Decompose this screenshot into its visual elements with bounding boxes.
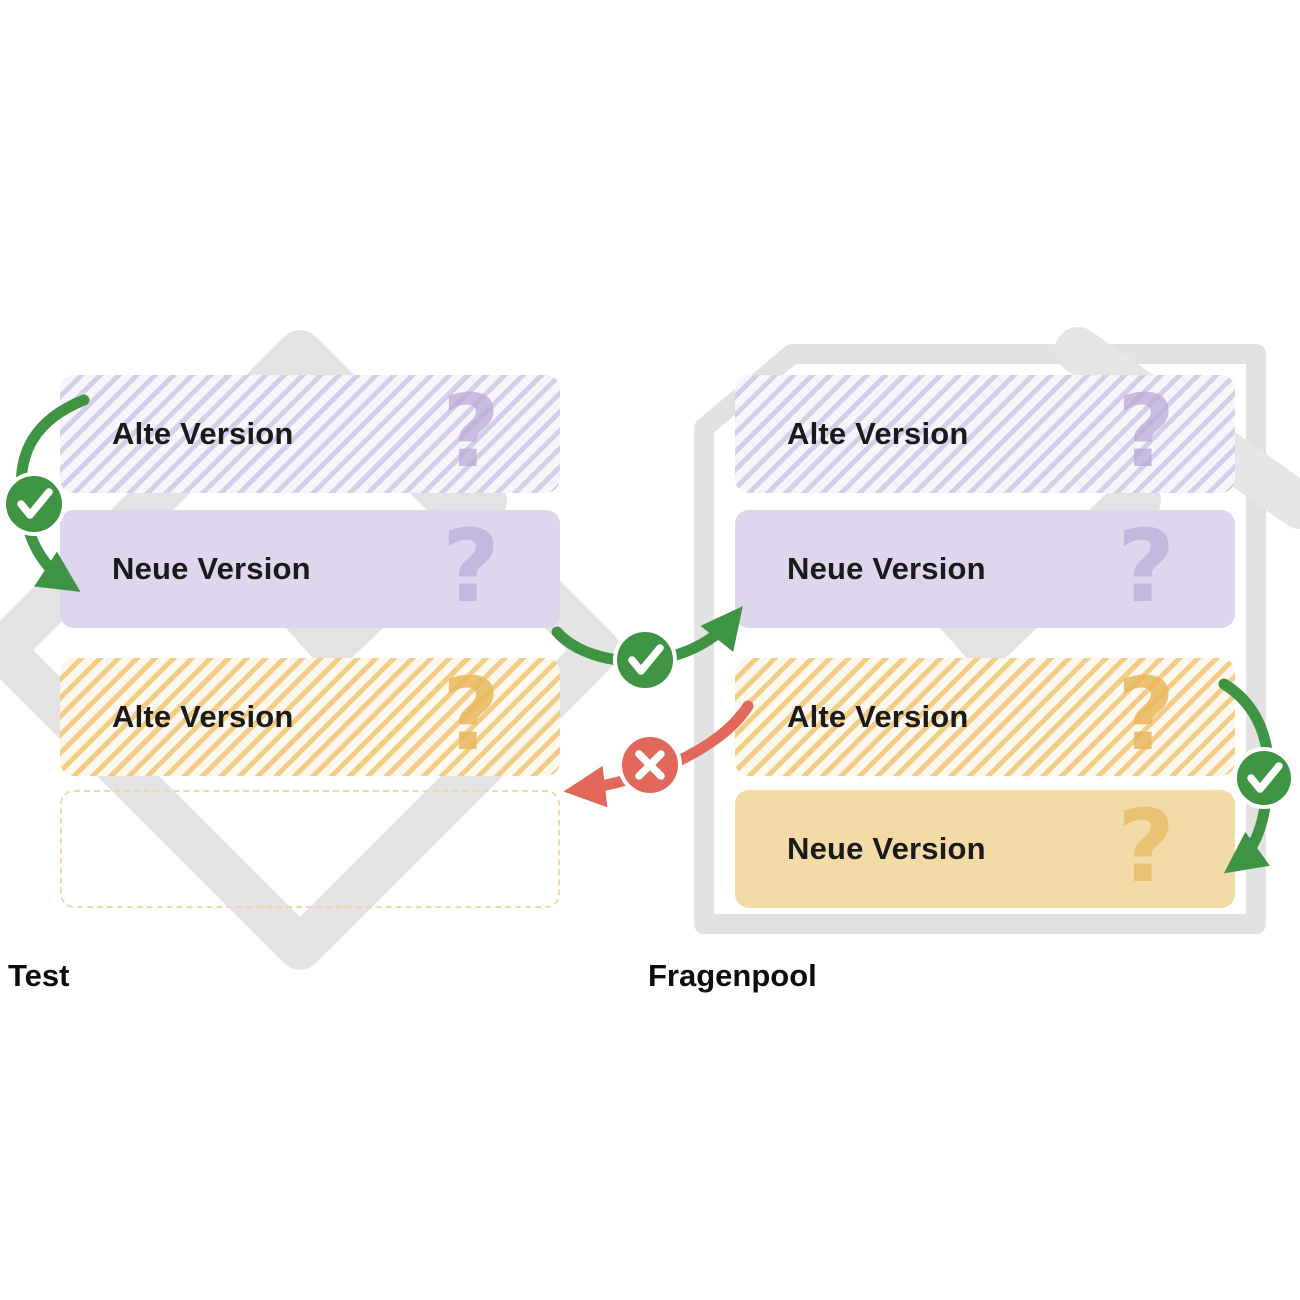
fragenpool-column-label: Fragenpool [648,958,817,993]
pool-new-version-box-purple: Neue Version ? [735,510,1235,628]
cross-icon [618,733,682,797]
test-new-version-box-purple: Neue Version ? [60,510,560,628]
pool-new-version-box-orange: Neue Version ? [735,790,1235,908]
test-to-pool-transfer-arrow [551,606,743,692]
box-label: Alte Version [787,699,969,734]
question-mark-icon: ? [1116,373,1175,490]
test-empty-slot-box [60,790,560,908]
check-icon [613,628,677,692]
pool-old-version-box-orange: Alte Version ? [735,658,1235,776]
box-label: Alte Version [112,416,294,451]
pool-version-update-arrow [1218,678,1295,874]
box-label: Neue Version [787,551,986,586]
question-mark-icon: ? [1116,656,1175,773]
document-watermark-icon [694,344,1266,934]
check-icon [1233,747,1295,809]
question-mark-icon: ? [1116,508,1175,625]
test-version-update-arrow [2,394,90,592]
check-icon [2,472,66,536]
question-mark-icon: ? [441,656,500,773]
box-label: Neue Version [112,551,311,586]
test-old-version-box-purple: Alte Version ? [60,375,560,493]
question-mark-icon: ? [441,373,500,490]
pool-old-version-box-purple: Alte Version ? [735,375,1235,493]
question-mark-icon: ? [1116,788,1175,905]
box-label: Neue Version [787,831,986,866]
test-old-version-box-orange: Alte Version ? [60,658,560,776]
pool-to-test-denied-arrow [563,700,754,808]
box-label: Alte Version [787,416,969,451]
question-mark-icon: ? [441,508,500,625]
test-column-label: Test [8,958,70,993]
box-label: Alte Version [112,699,294,734]
